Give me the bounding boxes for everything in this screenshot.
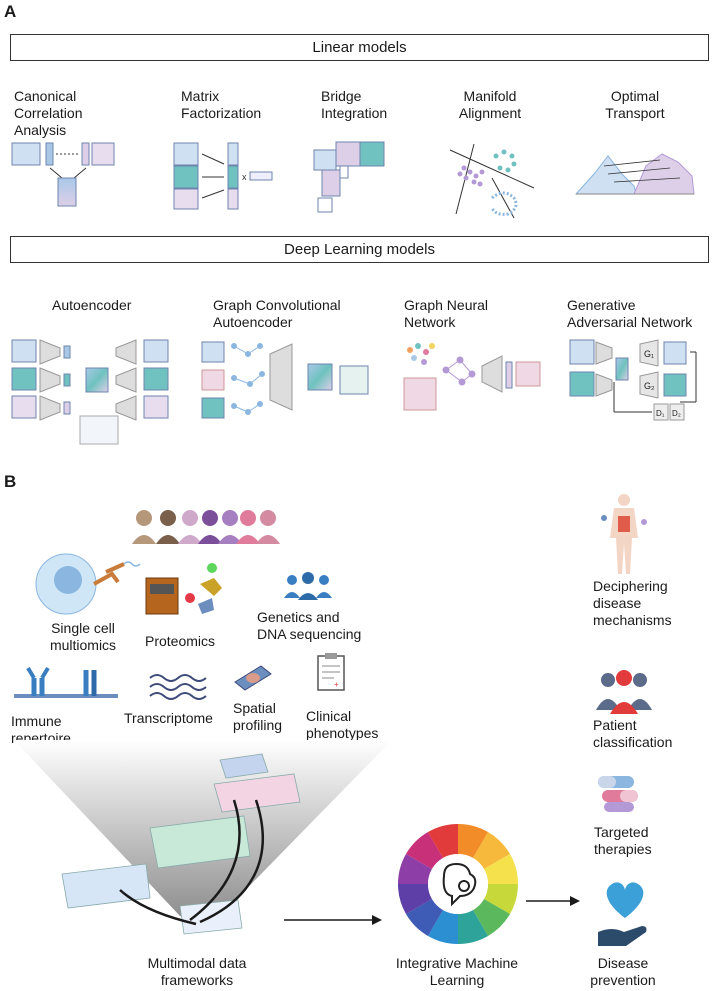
gan-d1-label: D₁ bbox=[656, 409, 665, 418]
gan-diagram: G₁ G₂ D₁ D₂ bbox=[569, 339, 697, 421]
human-body-icon bbox=[601, 494, 647, 574]
transcriptome-icon bbox=[149, 674, 207, 700]
single-cell-multiomics-label: Single cell multiomics bbox=[49, 620, 117, 653]
proteomics-icon bbox=[145, 563, 222, 615]
gan-label: Generative Adversarial Network bbox=[567, 297, 693, 330]
transcriptome-label: Transcriptome bbox=[124, 710, 213, 726]
gan-d2-label: D₂ bbox=[672, 409, 681, 418]
patient-group-icon bbox=[132, 510, 280, 544]
immune-receptor-icon bbox=[14, 666, 118, 698]
gan-g1-label: G₁ bbox=[644, 349, 654, 359]
manifold-alignment-label: Manifold Alignment bbox=[458, 88, 522, 121]
data-funnel-diagram bbox=[14, 740, 392, 935]
patient-classification-label: Patient classification bbox=[593, 717, 673, 750]
genetics-label: Genetics and DNA sequencing bbox=[257, 609, 362, 642]
mf-times-symbol: x bbox=[242, 172, 247, 182]
proteomics-label: Proteomics bbox=[145, 633, 216, 649]
multimodal-frameworks-label: Multimodal data frameworks bbox=[147, 955, 247, 988]
single-cell-icon bbox=[35, 553, 141, 615]
patient-classification-icon bbox=[596, 670, 652, 714]
targeted-therapies-label: Targeted therapies bbox=[594, 824, 652, 857]
spatial-profiling-label: Spatial profiling bbox=[233, 700, 283, 733]
svg-text:+: + bbox=[334, 680, 339, 689]
ml-to-outcome-arrow bbox=[526, 896, 580, 906]
disease-prevention-label: Disease prevention bbox=[590, 955, 656, 988]
deciphering-label: Deciphering disease mechanisms bbox=[593, 578, 672, 628]
gnn-diagram bbox=[403, 343, 541, 411]
matrix-factorization-label: Matrix Factorization bbox=[181, 88, 262, 121]
ml-color-wheel-icon bbox=[397, 823, 519, 945]
integrative-ml-label: Integrative Machine Learning bbox=[395, 955, 519, 988]
optimal-transport-diagram bbox=[574, 153, 695, 195]
pill-capsules-icon bbox=[598, 776, 638, 812]
panel-b-letter: B bbox=[4, 472, 17, 491]
spatial-slide-icon bbox=[234, 665, 272, 691]
panel-a-letter: A bbox=[4, 2, 17, 21]
gnn-label: Graph Neural Network bbox=[404, 297, 489, 330]
cca-label: Canonical Correlation Analysis bbox=[14, 88, 83, 138]
deep-learning-banner: Deep Learning models bbox=[10, 236, 709, 263]
linear-models-banner: Linear models bbox=[10, 34, 709, 61]
gcn-autoencoder-diagram bbox=[201, 341, 369, 419]
dna-sequencing-icon bbox=[284, 572, 332, 600]
clinical-phenotypes-label: Clinical phenotypes bbox=[306, 708, 379, 741]
clipboard-icon: + bbox=[317, 653, 345, 691]
bridge-integration-diagram bbox=[313, 141, 385, 213]
autoencoder-diagram bbox=[11, 339, 169, 445]
gan-g2-label: G₂ bbox=[644, 381, 655, 391]
manifold-alignment-diagram bbox=[449, 143, 535, 219]
cca-diagram bbox=[11, 142, 115, 207]
bridge-integration-label: Bridge Integration bbox=[321, 88, 388, 121]
autoencoder-label: Autoencoder bbox=[52, 297, 132, 313]
heart-hand-icon bbox=[598, 882, 647, 946]
matrix-factorization-diagram: x bbox=[173, 142, 273, 210]
gcn-autoencoder-label: Graph Convolutional Autoencoder bbox=[213, 297, 341, 330]
optimal-transport-label: Optimal Transport bbox=[605, 88, 665, 121]
